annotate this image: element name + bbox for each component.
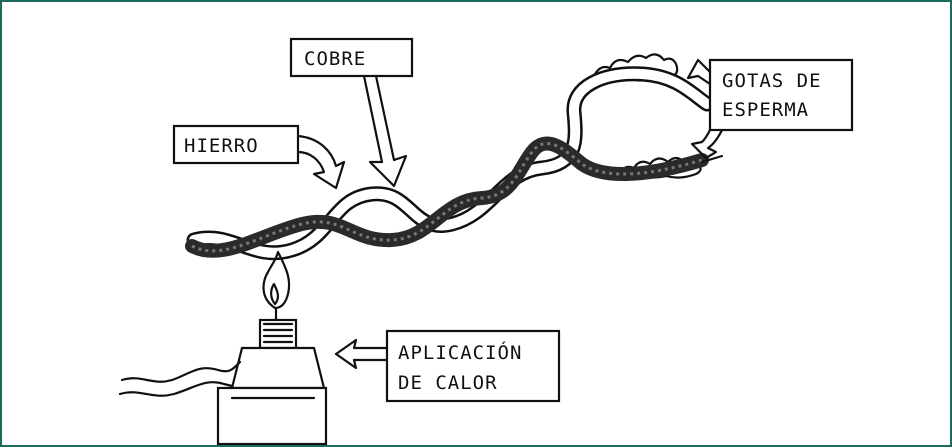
wax-arrow-top — [686, 58, 712, 86]
iron-arrow — [296, 134, 346, 190]
burner-body — [230, 346, 326, 390]
wax-label-line1: GOTAS DE — [722, 70, 822, 92]
copper-label-box — [289, 37, 414, 78]
gas-hose — [120, 360, 242, 383]
copper-arrow — [362, 74, 408, 188]
iron-label: HIERRO — [184, 135, 259, 157]
iron-label-box — [172, 124, 300, 165]
heat-label-line1: APLICACIÓN — [398, 340, 522, 364]
copper-label: COBRE — [304, 48, 366, 70]
flame-icon — [262, 250, 291, 310]
burner-base — [216, 386, 328, 445]
heat-arrow — [334, 338, 389, 370]
wax-arrow-bottom — [690, 128, 724, 160]
wax-label-line2: ESPERMA — [722, 99, 809, 121]
wax-label-box — [708, 58, 854, 132]
heat-label-box — [385, 329, 561, 403]
heat-label-line2: DE CALOR — [398, 372, 498, 394]
